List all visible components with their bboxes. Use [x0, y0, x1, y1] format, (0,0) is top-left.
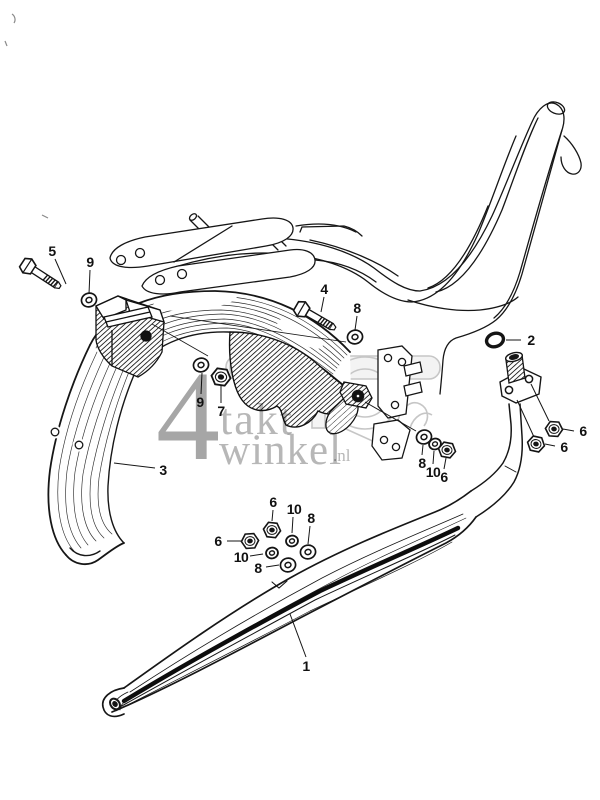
- part-number-label-7: 7: [217, 403, 225, 419]
- nut-6-mid1: [261, 521, 283, 539]
- part-number-label-2: 2: [527, 332, 535, 348]
- part-number-label-8: 8: [254, 560, 262, 576]
- paper-specks: [4, 13, 49, 219]
- part-number-label-8: 8: [353, 300, 361, 316]
- part-number-label-6: 6: [560, 439, 568, 455]
- part-number-label-10: 10: [233, 549, 249, 565]
- exhaust-muffler: [101, 490, 480, 718]
- part-number-label-9: 9: [86, 254, 94, 270]
- part-number-label-5: 5: [48, 243, 56, 259]
- part-number-label-10: 10: [286, 501, 302, 517]
- washer-10-mid1: [284, 533, 300, 549]
- watermark-text-line2: winkel: [219, 427, 343, 474]
- fender-mount-bracket: [95, 295, 166, 378]
- part-number-label-10: 10: [425, 464, 441, 480]
- part-number-label-6: 6: [440, 469, 448, 485]
- part-number-label-8: 8: [418, 455, 426, 471]
- nut-6-right1: [544, 420, 564, 438]
- exhaust-header-pipe: [470, 351, 542, 518]
- watermark-text-line1: takt: [220, 395, 294, 444]
- o-ring: [484, 331, 506, 349]
- part-number-label-6: 6: [214, 533, 222, 549]
- part-number-label-8: 8: [307, 510, 315, 526]
- watermark-domain-suffix: .nl: [333, 446, 351, 465]
- washer-10-mid2: [264, 545, 280, 561]
- part-number-label-3: 3: [159, 462, 167, 478]
- fender-rear-section: [228, 331, 355, 428]
- nut-6-right2: [525, 434, 547, 454]
- washer-8a: [345, 327, 365, 347]
- bolt-5: [17, 254, 66, 295]
- nut-6-mid2: [240, 532, 260, 550]
- part-number-label-1: 1: [302, 658, 310, 674]
- watermark-big-numeral: 4: [156, 345, 220, 487]
- washer-8-mid1: [298, 542, 318, 562]
- part-number-label-4: 4: [320, 281, 328, 297]
- part-number-label-6: 6: [269, 494, 277, 510]
- part-number-label-6: 6: [579, 423, 587, 439]
- frame-outline: [109, 101, 582, 461]
- washer-8-mid2: [278, 555, 298, 575]
- part-number-label-9: 9: [196, 394, 204, 410]
- leader-lines: [54, 258, 575, 658]
